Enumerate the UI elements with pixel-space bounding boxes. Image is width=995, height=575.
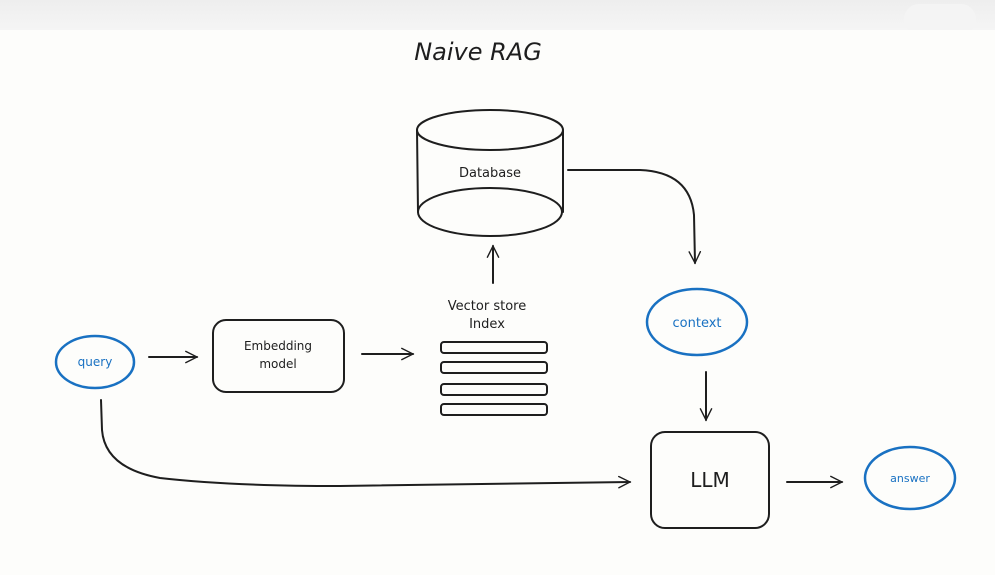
llm-node[interactable]: LLM bbox=[650, 431, 770, 529]
top-right-pill bbox=[904, 4, 976, 34]
vector-row bbox=[440, 361, 548, 374]
arrow-database-to-context bbox=[567, 169, 695, 263]
vector-store-node[interactable]: Vector store Index bbox=[440, 299, 548, 416]
database-label: Database bbox=[459, 166, 521, 181]
llm-label: LLM bbox=[690, 468, 730, 492]
context-node[interactable]: context bbox=[645, 287, 749, 357]
context-label: context bbox=[673, 316, 722, 331]
vector-store-label-line2: Index bbox=[469, 317, 505, 332]
vector-row bbox=[440, 341, 548, 354]
embedding-model-label-line2: model bbox=[259, 357, 296, 371]
arrow-query-to-llm bbox=[100, 399, 630, 486]
query-label: query bbox=[78, 355, 113, 369]
embedding-model-node[interactable]: Embedding model bbox=[212, 319, 345, 393]
database-left-side bbox=[416, 129, 419, 213]
database-bottom bbox=[417, 187, 563, 237]
embedding-model-box bbox=[212, 319, 345, 393]
embedding-model-label-line1: Embedding bbox=[244, 339, 312, 353]
llm-box bbox=[650, 431, 770, 529]
vector-store-label-line1: Vector store bbox=[448, 299, 526, 314]
diagram-title: Naive RAG bbox=[414, 38, 542, 66]
database-top bbox=[416, 109, 564, 151]
database-node[interactable]: Database bbox=[416, 109, 564, 237]
vector-row bbox=[440, 403, 548, 416]
answer-ellipse bbox=[863, 445, 957, 511]
query-node[interactable]: query bbox=[54, 334, 136, 390]
vector-row bbox=[440, 383, 548, 396]
answer-node[interactable]: answer bbox=[863, 445, 957, 511]
context-ellipse bbox=[645, 287, 749, 357]
query-ellipse bbox=[54, 334, 136, 390]
answer-label: answer bbox=[890, 472, 930, 485]
top-bar bbox=[0, 0, 995, 34]
